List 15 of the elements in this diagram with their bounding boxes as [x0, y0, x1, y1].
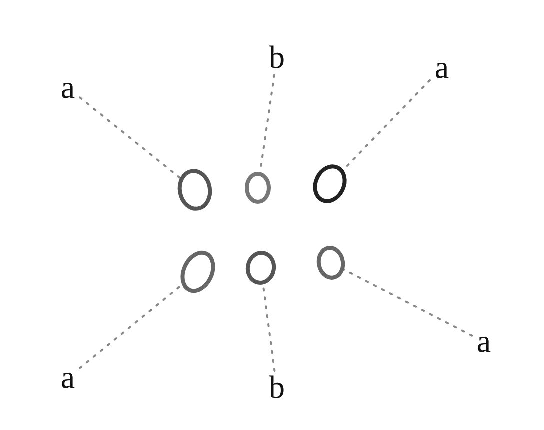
oval-ring [180, 249, 216, 295]
leader-line [79, 96, 182, 180]
part-label: a [472, 325, 496, 359]
part-label: a [56, 71, 80, 105]
oval-ring [244, 250, 278, 286]
oval-ring [244, 171, 272, 205]
leader-line [342, 268, 473, 337]
part-label: b [265, 41, 289, 75]
part-label: b [265, 371, 289, 405]
oval-ring [176, 168, 214, 212]
part-label: a [430, 51, 454, 85]
oval-ring [312, 163, 348, 205]
part-label: a [56, 361, 80, 395]
leader-line [259, 74, 276, 174]
oval-ring [315, 245, 347, 281]
